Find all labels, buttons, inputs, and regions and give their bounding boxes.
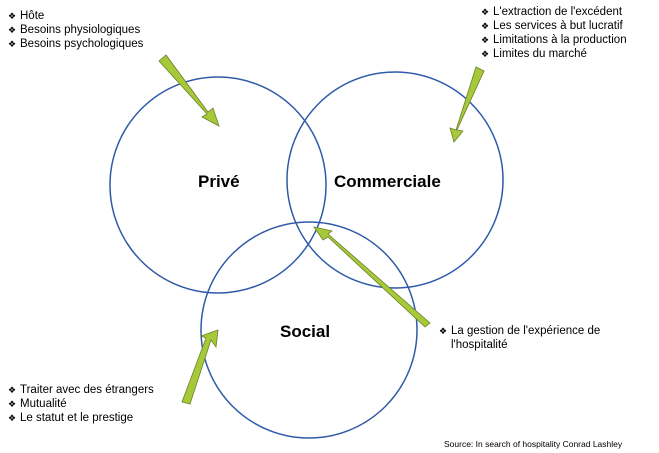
four-diamond-bullet-icon: ❖	[439, 326, 448, 336]
four-diamond-bullet-icon: ❖	[481, 21, 490, 31]
four-diamond-bullet-icon: ❖	[8, 413, 17, 423]
list-bottom-left: ❖Traiter avec des étrangers ❖Mutualité ❖…	[8, 383, 154, 425]
four-diamond-bullet-icon: ❖	[8, 11, 17, 21]
list-item: ❖Traiter avec des étrangers	[8, 384, 154, 396]
four-diamond-bullet-icon: ❖	[8, 39, 17, 49]
circle-prive	[109, 76, 327, 294]
list-item: ❖La gestion de l'expérience de l'hospita…	[439, 325, 601, 351]
list-item: ❖L'extraction de l'excédent	[481, 6, 623, 18]
label-commerciale: Commerciale	[334, 172, 441, 191]
label-social: Social	[280, 322, 331, 341]
list-top-right: ❖L'extraction de l'excédent ❖Les service…	[481, 5, 627, 61]
list-item: ❖Limitations à la production	[481, 34, 627, 46]
arrow-top-left	[158, 54, 220, 127]
circle-commerciale	[286, 71, 504, 289]
list-item: ❖Besoins physiologiques	[8, 24, 141, 36]
list-item: ❖Limites du marché	[481, 48, 587, 60]
list-item: ❖Hôte	[8, 10, 45, 22]
list-item: ❖Les services à but lucratif	[481, 20, 623, 32]
source-caption: Source: In search of hospitality Conrad …	[444, 439, 623, 449]
arrow-top-right	[449, 66, 485, 143]
list-item: ❖Besoins psychologiques	[8, 38, 144, 50]
arrow-middle-right	[313, 226, 431, 328]
circle-social	[200, 221, 418, 439]
list-item: ❖Le statut et le prestige	[8, 412, 134, 424]
list-middle-right: ❖La gestion de l'expérience de l'hospita…	[439, 324, 624, 352]
label-prive: Privé	[198, 172, 240, 191]
list-top-left: ❖Hôte ❖Besoins physiologiques ❖Besoins p…	[8, 9, 143, 51]
four-diamond-bullet-icon: ❖	[481, 49, 490, 59]
arrow-bottom-left	[181, 329, 219, 405]
four-diamond-bullet-icon: ❖	[8, 385, 17, 395]
four-diamond-bullet-icon: ❖	[481, 35, 490, 45]
list-item: ❖Mutualité	[8, 398, 67, 410]
four-diamond-bullet-icon: ❖	[481, 7, 490, 17]
four-diamond-bullet-icon: ❖	[8, 25, 17, 35]
four-diamond-bullet-icon: ❖	[8, 399, 17, 409]
